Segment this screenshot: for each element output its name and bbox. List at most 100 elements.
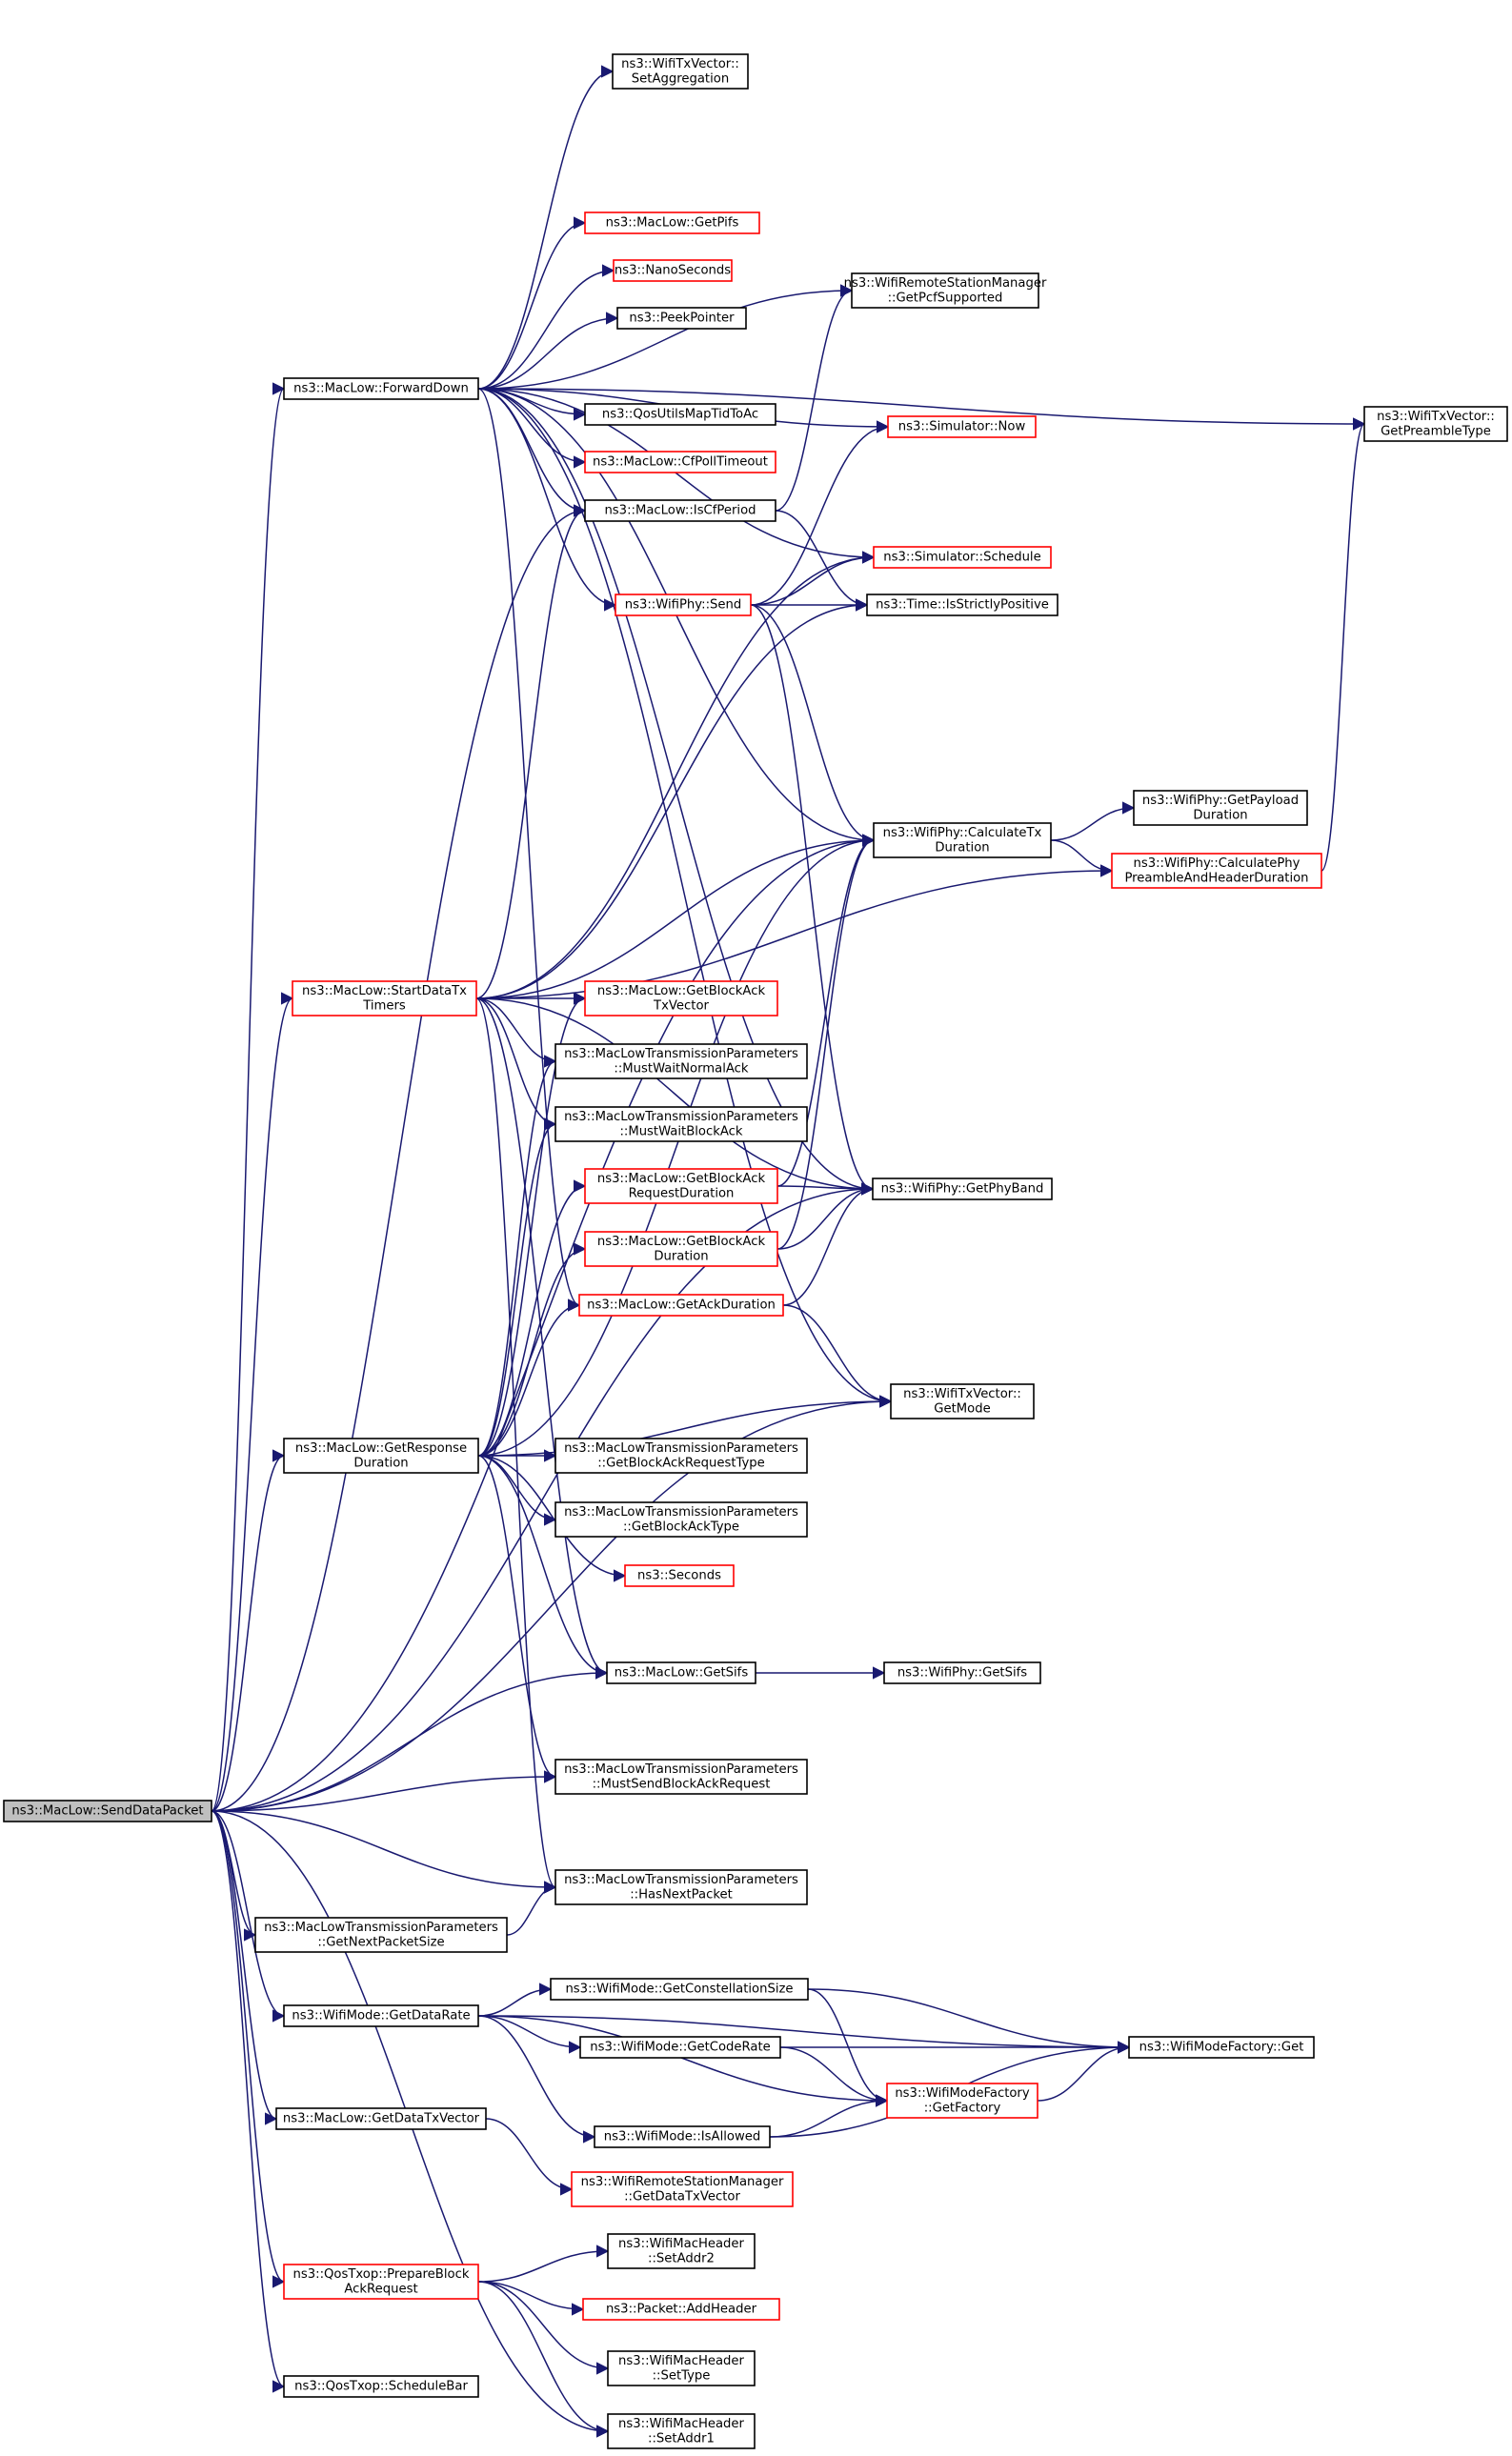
node-msbar[interactable]: ns3::MacLowTransmissionParameters::MustS… bbox=[554, 1759, 808, 1795]
node-simsched[interactable]: ns3::Simulator::Schedule bbox=[873, 546, 1052, 569]
node-addheader[interactable]: ns3::Packet::AddHeader bbox=[582, 2298, 780, 2321]
edge-ackdur-to-phyband bbox=[782, 1182, 875, 1306]
node-label: ns3::WifiMacHeader bbox=[618, 2417, 745, 2431]
node-getfact[interactable]: ns3::WifiModeFactory::GetFactory bbox=[886, 2083, 1038, 2119]
node-label: Duration bbox=[353, 1456, 408, 1470]
edge-respdur-to-baTxv bbox=[477, 992, 587, 1457]
node-seconds[interactable]: ns3::Seconds bbox=[624, 1564, 735, 1587]
node-datatxv[interactable]: ns3::MacLow::GetDataTxVector bbox=[275, 2107, 487, 2130]
node-coderate[interactable]: ns3::WifiMode::GetCodeRate bbox=[579, 2036, 781, 2059]
node-getpifs[interactable]: ns3::MacLow::GetPifs bbox=[584, 211, 760, 234]
node-datarate[interactable]: ns3::WifiMode::GetDataRate bbox=[283, 2004, 479, 2027]
edge-constsz-to-getfact bbox=[807, 1988, 889, 2107]
node-qostid[interactable]: ns3::QosUtilsMapTidToAc bbox=[584, 403, 776, 426]
node-constsz[interactable]: ns3::WifiMode::GetConstellationSize bbox=[550, 1978, 809, 2001]
edge-fwd-to-getmode bbox=[477, 388, 893, 1408]
edge-getnext-to-hasnext bbox=[506, 1881, 557, 1936]
node-label: ns3::MacLow::GetResponse bbox=[295, 1441, 467, 1456]
node-getmode[interactable]: ns3::WifiTxVector::GetMode bbox=[890, 1383, 1035, 1419]
node-box bbox=[624, 1564, 735, 1587]
node-box bbox=[584, 1231, 778, 1267]
node-calcphy[interactable]: ns3::WifiPhy::CalculatePhyPreambleAndHea… bbox=[1111, 853, 1322, 889]
node-getsifs[interactable]: ns3::MacLow::GetSifs bbox=[606, 1661, 756, 1684]
node-label: ns3::MacLow::GetPifs bbox=[606, 216, 739, 231]
node-schedbar[interactable]: ns3::QosTxop::ScheduleBar bbox=[283, 2375, 479, 2398]
node-label: ns3::MacLowTransmissionParameters bbox=[564, 1441, 798, 1456]
node-getnext[interactable]: ns3::MacLowTransmissionParameters::GetNe… bbox=[254, 1917, 508, 1953]
node-gbat[interactable]: ns3::MacLowTransmissionParameters::GetBl… bbox=[554, 1501, 808, 1538]
node-label: ns3::MacLow::GetAckDuration bbox=[587, 1298, 776, 1313]
edge-constsz-to-factget bbox=[807, 1988, 1131, 2054]
edge-iscf-to-strictpos bbox=[775, 510, 869, 612]
node-label: ns3::WifiPhy::GetPayload bbox=[1142, 794, 1299, 808]
node-label: ns3::NanoSeconds bbox=[615, 264, 731, 278]
node-peek[interactable]: ns3::PeekPointer bbox=[616, 307, 747, 330]
edge-datarate-to-factget bbox=[477, 2015, 1131, 2054]
node-box bbox=[1363, 406, 1508, 442]
node-label: ns3::MacLowTransmissionParameters bbox=[564, 1505, 798, 1520]
node-rsmdtxv[interactable]: ns3::WifiRemoteStationManager::GetDataTx… bbox=[571, 2171, 794, 2207]
node-box bbox=[292, 980, 477, 1017]
edge-datatxv-to-rsmdtxv bbox=[485, 2118, 574, 2196]
node-setaddr2[interactable]: ns3::WifiMacHeader::SetAddr2 bbox=[607, 2233, 756, 2269]
function-nodes: ns3::MacLow::SendDataPacketns3::MacLow::… bbox=[3, 53, 1508, 2449]
node-physend[interactable]: ns3::WifiPhy::Send bbox=[615, 594, 752, 616]
node-preamble[interactable]: ns3::WifiTxVector::GetPreambleType bbox=[1363, 406, 1508, 442]
node-iscf[interactable]: ns3::MacLow::IsCfPeriod bbox=[584, 499, 776, 522]
node-box bbox=[283, 377, 479, 400]
node-isallowed[interactable]: ns3::WifiMode::IsAllowed bbox=[594, 2125, 771, 2148]
node-ackdur[interactable]: ns3::MacLow::GetAckDuration bbox=[578, 1294, 784, 1317]
node-gbart[interactable]: ns3::MacLowTransmissionParameters::GetBl… bbox=[554, 1438, 808, 1474]
node-label: ::MustSendBlockAckRequest bbox=[593, 1777, 771, 1791]
node-hasnext[interactable]: ns3::MacLowTransmissionParameters::HasNe… bbox=[554, 1869, 808, 1905]
node-box bbox=[886, 2083, 1038, 2119]
node-label: ::MustWaitNormalAck bbox=[614, 1061, 749, 1076]
node-sdp[interactable]: ns3::MacLow::SendDataPacket bbox=[3, 1800, 212, 1822]
edge-sdp-to-datarate bbox=[211, 1810, 286, 2023]
node-phyband[interactable]: ns3::WifiPhy::GetPhyBand bbox=[872, 1178, 1053, 1200]
node-strictpos[interactable]: ns3::Time::IsStrictlyPositive bbox=[866, 594, 1058, 616]
edge-respdur-to-bareqdur bbox=[477, 1179, 587, 1457]
node-label: ::GetBlockAckRequestType bbox=[597, 1456, 765, 1470]
node-label: ns3::WifiMacHeader bbox=[618, 2237, 745, 2251]
node-label: ns3::WifiRemoteStationManager bbox=[844, 276, 1047, 291]
node-box bbox=[612, 53, 749, 90]
edge-physend-to-phyband bbox=[750, 604, 875, 1196]
node-box bbox=[606, 1661, 756, 1684]
node-label: ns3::QosUtilsMapTidToAc bbox=[602, 408, 758, 422]
edge-calctx-to-payload bbox=[1050, 801, 1136, 841]
node-setaddr1[interactable]: ns3::WifiMacHeader::SetAddr1 bbox=[607, 2413, 756, 2449]
node-setagg[interactable]: ns3::WifiTxVector::SetAggregation bbox=[612, 53, 749, 90]
node-factget[interactable]: ns3::WifiModeFactory::Get bbox=[1128, 2036, 1315, 2059]
node-simnow[interactable]: ns3::Simulator::Now bbox=[887, 415, 1037, 438]
node-box bbox=[584, 451, 776, 473]
edge-calctx-to-calcphy bbox=[1050, 839, 1114, 877]
edge-sdp-to-startdtx bbox=[211, 992, 294, 1812]
node-mwba[interactable]: ns3::MacLowTransmissionParameters::MustW… bbox=[554, 1106, 808, 1142]
node-pcfsup[interactable]: ns3::WifiRemoteStationManager::GetPcfSup… bbox=[844, 272, 1047, 309]
node-fwd[interactable]: ns3::MacLow::ForwardDown bbox=[283, 377, 479, 400]
node-nano[interactable]: ns3::NanoSeconds bbox=[613, 259, 733, 282]
edge-respdur-to-mwna bbox=[477, 1055, 557, 1457]
edge-datarate-to-isallowed bbox=[477, 2015, 596, 2144]
edge-sdp-to-calctx bbox=[211, 834, 876, 1812]
node-label: ns3::QosTxop::ScheduleBar bbox=[294, 2380, 468, 2394]
node-mwna[interactable]: ns3::MacLowTransmissionParameters::MustW… bbox=[554, 1043, 808, 1079]
node-cfpoll[interactable]: ns3::MacLow::CfPollTimeout bbox=[584, 451, 776, 473]
node-settype[interactable]: ns3::WifiMacHeader::SetType bbox=[607, 2350, 756, 2386]
node-box bbox=[579, 2036, 781, 2059]
node-physifs[interactable]: ns3::WifiPhy::GetSifs bbox=[883, 1661, 1041, 1684]
edge-sdp-to-phyband bbox=[211, 1182, 875, 1812]
node-label: ns3::MacLowTransmissionParameters bbox=[564, 1110, 798, 1124]
edge-bareqdur-to-calctx bbox=[776, 834, 876, 1187]
edge-respdur-to-getsifs bbox=[477, 1455, 609, 1680]
node-label: GetMode bbox=[934, 1401, 990, 1416]
